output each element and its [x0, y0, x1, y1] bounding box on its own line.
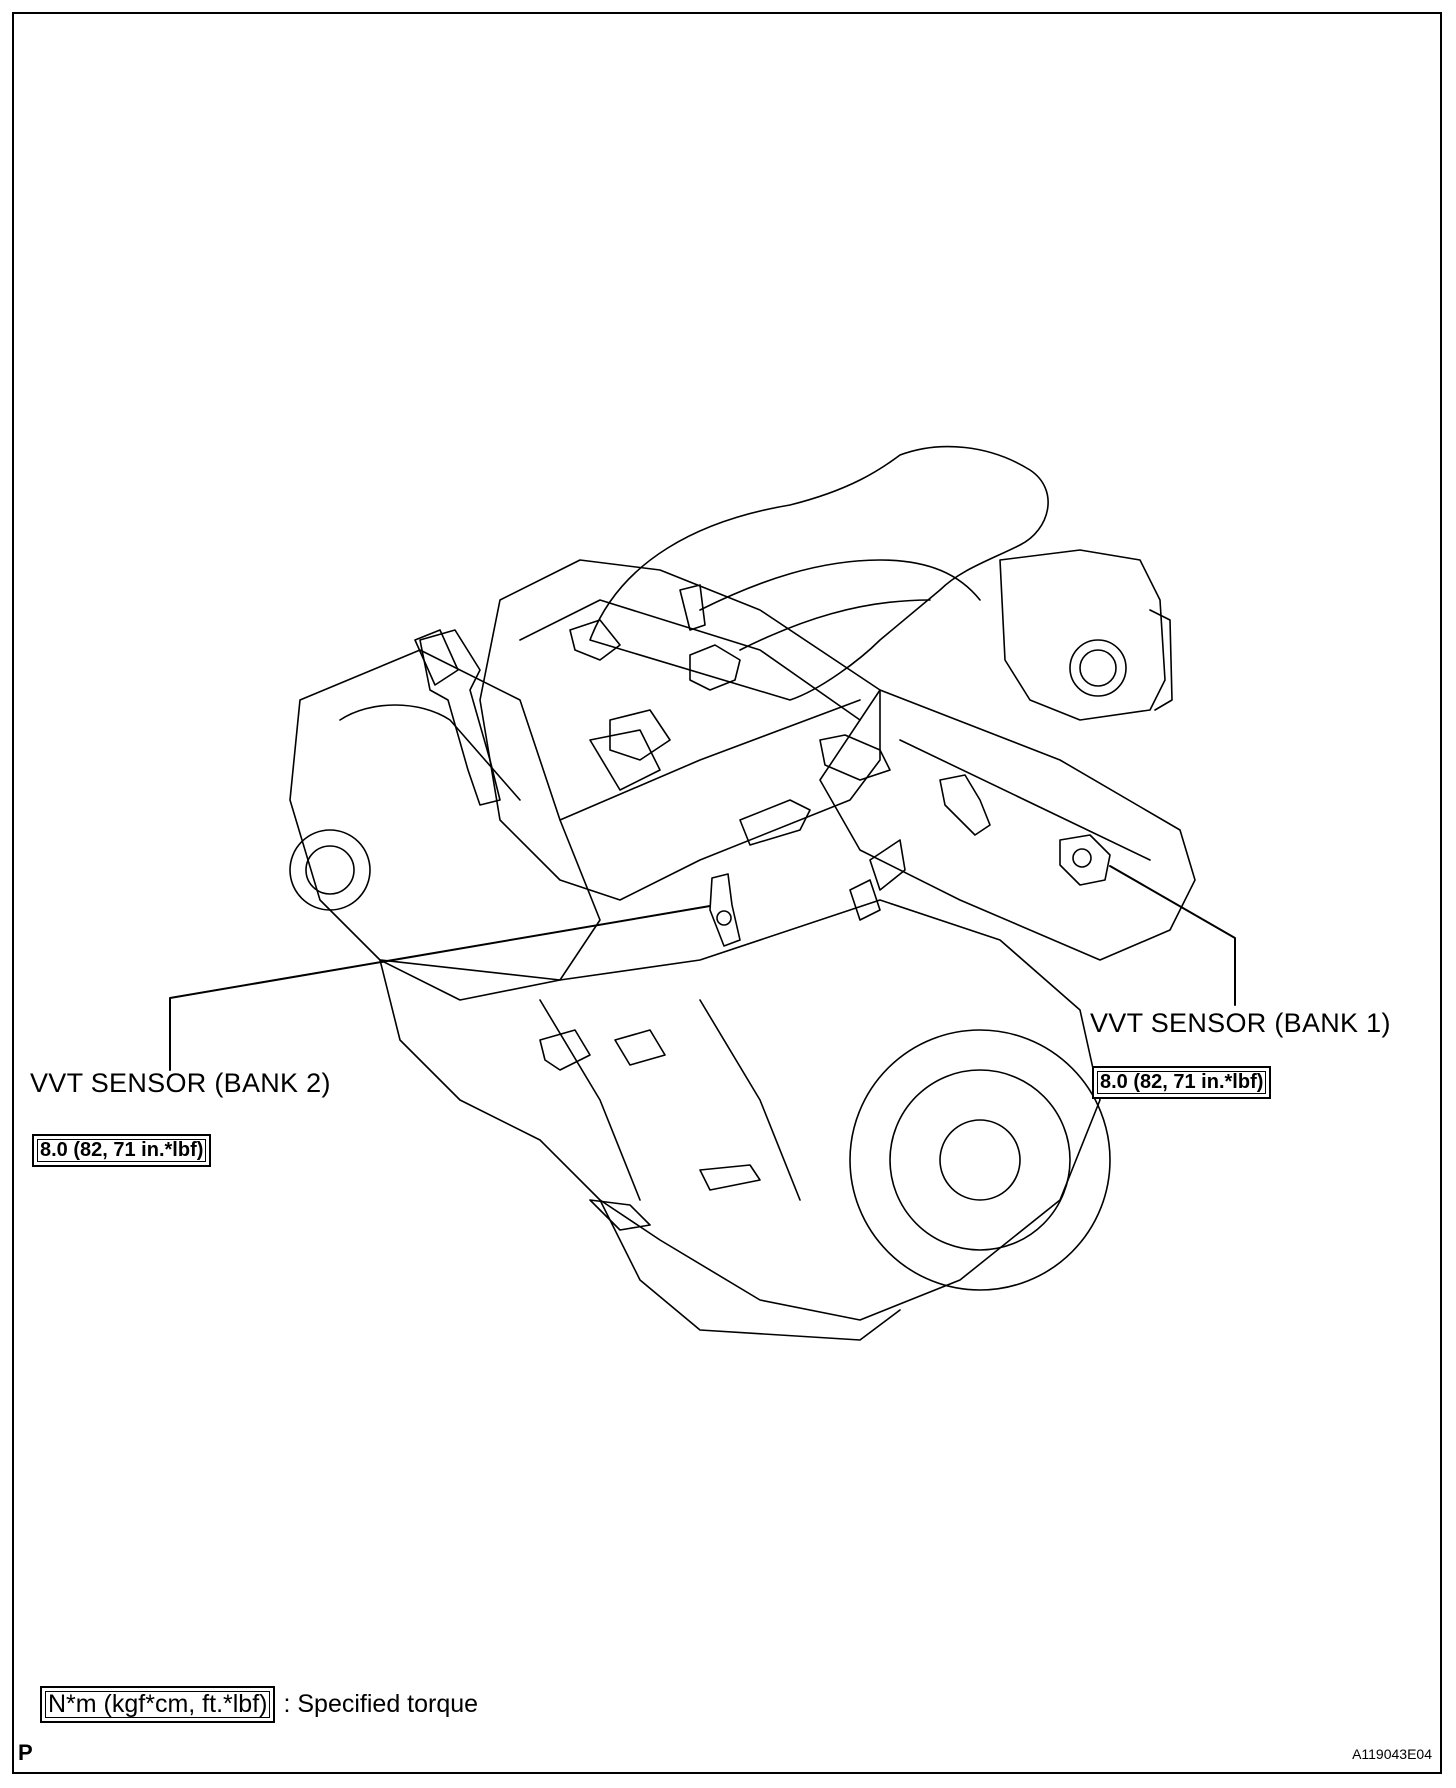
corner-mark: P: [18, 1740, 33, 1765]
legend-description: : Specified torque: [283, 1690, 479, 1718]
legend: N*m (kgf*cm, ft.*lbf) : Specified torque: [40, 1686, 478, 1723]
leader-bank2: [169, 905, 711, 1071]
throttle-body: [999, 549, 1166, 721]
figure-code: A119043E04: [1352, 1746, 1432, 1762]
callout-label-bank2: VVT SENSOR (BANK 2): [30, 1068, 331, 1098]
intake-manifold: [589, 445, 1049, 701]
left-cylinder-head: [289, 649, 601, 1001]
engine-block: [379, 899, 1101, 1321]
ignition-coil: [419, 629, 501, 806]
crank-pulley: [849, 1029, 1111, 1291]
legend-unit-box: N*m (kgf*cm, ft.*lbf): [40, 1686, 276, 1723]
sensor-bank2-vvt: [709, 873, 741, 947]
right-cylinder-head: [819, 689, 1196, 961]
leader-bank1: [1109, 865, 1236, 1006]
callout-label-bank1: VVT SENSOR (BANK 1): [1090, 1008, 1391, 1038]
torque-spec-bank2: 8.0 (82, 71 in.*lbf): [32, 1134, 212, 1167]
valley-cover: [479, 559, 881, 901]
torque-spec-bank1: 8.0 (82, 71 in.*lbf): [1092, 1066, 1272, 1099]
sensor-bank1-vvt: [1059, 834, 1111, 886]
diagram-frame: [12, 12, 1442, 1774]
